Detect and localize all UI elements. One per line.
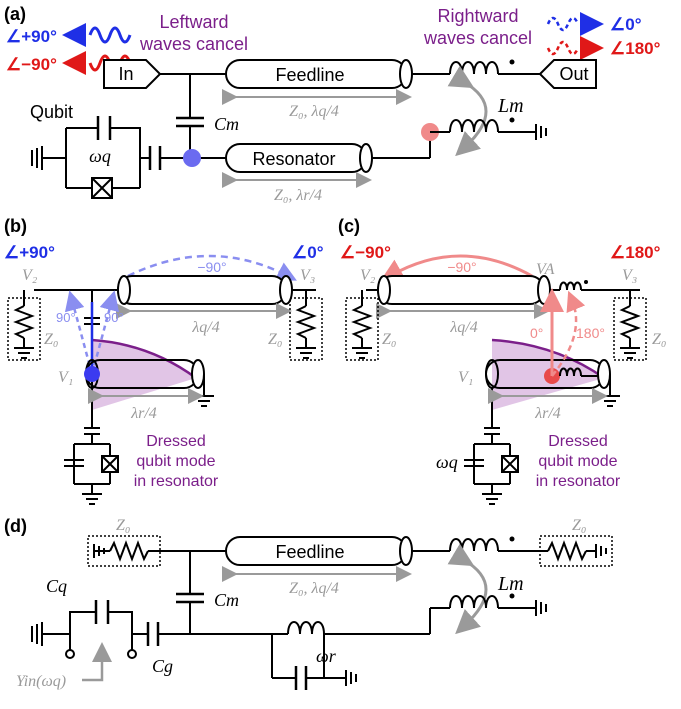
z0-box-c-left bbox=[345, 297, 379, 361]
dressed-c-1: Dressed bbox=[548, 433, 608, 450]
lambda-r-b: λr/4 bbox=[130, 405, 157, 422]
phase-b-left: ∠+90° bbox=[4, 243, 55, 262]
feedline-coax-b bbox=[117, 275, 287, 305]
blue-node-b bbox=[84, 366, 100, 382]
omega-q-c: ωq bbox=[436, 452, 458, 472]
in-port bbox=[103, 59, 162, 89]
v2-c: V₂ bbox=[360, 267, 376, 284]
lm-bottom-inductor bbox=[449, 119, 499, 133]
panel-c-label: (c) bbox=[338, 216, 360, 236]
cm-label: Cm bbox=[214, 114, 239, 134]
feedline-d-params: Z₀, λq/4 bbox=[289, 580, 339, 597]
cq-label: Cq bbox=[46, 576, 67, 596]
z0-c-left: Z₀ bbox=[382, 331, 396, 348]
omega-q-label-a: ωq bbox=[89, 146, 111, 166]
cg-label: Cg bbox=[152, 656, 173, 676]
va-c: VA bbox=[536, 261, 555, 278]
z0-box-d-left bbox=[87, 535, 161, 567]
leftward-line1: Leftward bbox=[159, 12, 228, 32]
lm-top-inductor bbox=[449, 61, 499, 75]
lambda-r-c: λr/4 bbox=[534, 405, 561, 422]
red-wave-right bbox=[546, 40, 580, 56]
angle-b-right: 90° bbox=[104, 310, 124, 325]
cm-d-label: Cm bbox=[214, 590, 239, 610]
yin-label: Yin(ωq) bbox=[16, 673, 66, 690]
v2-b: V₂ bbox=[22, 267, 38, 284]
dressed-c-3: in resonator bbox=[536, 473, 621, 490]
out-port-label: Out bbox=[559, 64, 588, 84]
rightward-line1: Rightward bbox=[437, 6, 518, 26]
feedline-label: Feedline bbox=[275, 65, 344, 85]
z0-d-left: Z₀ bbox=[116, 517, 130, 534]
one-eighty-c: 180° bbox=[576, 325, 605, 341]
feedline-coax-c bbox=[377, 275, 545, 305]
phase-top-left: ∠+90° bbox=[6, 27, 57, 46]
zero-c: 0° bbox=[530, 325, 543, 341]
panel-d-label: (d) bbox=[4, 516, 27, 536]
blue-wave-left bbox=[88, 26, 132, 44]
z0-box-b-left bbox=[7, 297, 41, 361]
z0-d-right: Z₀ bbox=[572, 517, 586, 534]
arc-b-phase: −90° bbox=[197, 259, 226, 275]
lambda-q-c: λq/4 bbox=[449, 319, 477, 336]
panel-b-label: (b) bbox=[4, 216, 27, 236]
dressed-b-3: in resonator bbox=[134, 473, 219, 490]
angle-b-left: 90° bbox=[56, 310, 76, 325]
feedline-d-label: Feedline bbox=[275, 542, 344, 562]
v1-b: V₁ bbox=[58, 369, 73, 386]
lm-d-label: Lm bbox=[497, 573, 524, 595]
feedline-params: Z₀, λq/4 bbox=[289, 103, 339, 120]
z0-b-right: Z₀ bbox=[268, 331, 282, 348]
phase-b-right: ∠0° bbox=[292, 243, 324, 262]
leftward-line2: waves cancel bbox=[139, 34, 248, 54]
dressed-c-2: qubit mode bbox=[538, 453, 617, 470]
resonator-params: Z₀, λr/4 bbox=[274, 187, 322, 204]
v3-b: V₃ bbox=[300, 267, 315, 284]
z0-b-left: Z₀ bbox=[44, 331, 58, 348]
z0-box-b-right bbox=[289, 297, 323, 361]
phase-bottom-left: ∠−90° bbox=[6, 55, 57, 74]
out-port bbox=[538, 59, 597, 89]
v1-c: V₁ bbox=[458, 369, 473, 386]
phase-c-right: ∠180° bbox=[610, 243, 661, 262]
z0-box-c-right bbox=[613, 297, 647, 361]
panel-a-label: (a) bbox=[4, 4, 26, 24]
rightward-line2: waves cancel bbox=[423, 28, 532, 48]
in-port-label: In bbox=[118, 64, 133, 84]
phase-bottom-right: ∠180° bbox=[610, 39, 661, 58]
lm-coupling-arrow bbox=[447, 65, 488, 157]
lambda-q-b: λq/4 bbox=[191, 319, 219, 336]
blue-wave-right bbox=[546, 16, 580, 32]
omega-r-label: ωr bbox=[316, 646, 337, 666]
phase-top-right: ∠0° bbox=[610, 15, 642, 34]
dressed-b-2: qubit mode bbox=[136, 453, 215, 470]
arc-b bbox=[127, 254, 297, 281]
dressed-b-1: Dressed bbox=[146, 433, 206, 450]
z0-c-right: Z₀ bbox=[652, 331, 666, 348]
resonator-label: Resonator bbox=[252, 149, 335, 169]
z0-box-d-right bbox=[539, 535, 613, 567]
v3-c: V₃ bbox=[622, 267, 637, 284]
phase-c-left: ∠−90° bbox=[340, 243, 391, 262]
blue-node-a bbox=[183, 149, 201, 167]
lm-label: Lm bbox=[497, 95, 524, 117]
arc-c bbox=[379, 254, 533, 282]
arc-c-phase: −90° bbox=[447, 259, 476, 275]
qubit-label: Qubit bbox=[30, 102, 73, 122]
